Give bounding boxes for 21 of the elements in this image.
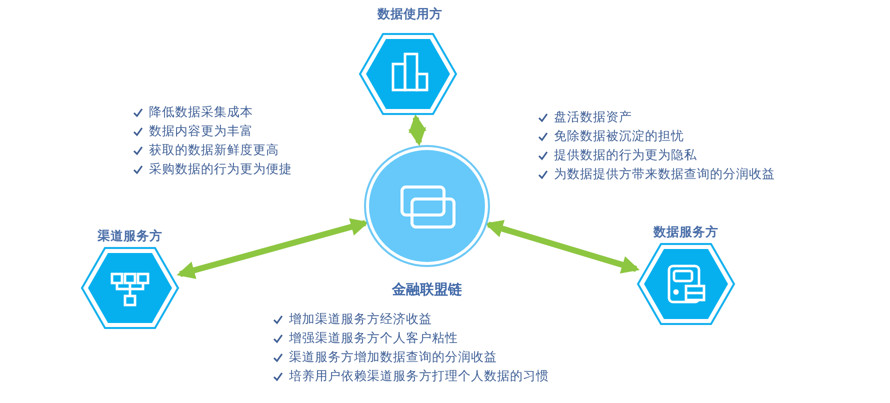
benefit-text: 获取的数据新鲜度更高	[149, 142, 279, 159]
benefit-text: 培养用户依赖渠道服务方打理个人数据的习惯	[289, 368, 549, 385]
double-arrow	[484, 220, 640, 274]
double-arrow	[176, 218, 369, 279]
benefit-text: 为数据提供方带来数据查询的分润收益	[554, 166, 775, 183]
benefit-text: 盘活数据资产	[554, 109, 632, 126]
benefit-text: 采购数据的行为更为便捷	[149, 161, 292, 178]
benefit-text: 数据内容更为丰富	[149, 123, 253, 140]
node-title: 数据使用方	[376, 6, 444, 23]
benefit-text: 免除数据被沉淀的担忧	[554, 128, 684, 145]
benefit-text: 增强渠道服务方个人客户粘性	[289, 330, 458, 347]
node-title: 渠道服务方	[96, 228, 164, 245]
benefit-text: 提供数据的行为更为隐私	[554, 147, 697, 164]
double-arrow	[408, 114, 427, 146]
benefit-text: 增加渠道服务方经济收益	[289, 311, 432, 328]
benefit-text: 渠道服务方增加数据查询的分润收益	[289, 349, 497, 366]
node-title: 金融联盟链	[390, 281, 463, 299]
participant-node	[636, 224, 736, 326]
participant-node	[80, 228, 180, 330]
benefit-text: 降低数据采集成本	[149, 104, 253, 121]
node-title: 数据服务方	[652, 224, 720, 241]
